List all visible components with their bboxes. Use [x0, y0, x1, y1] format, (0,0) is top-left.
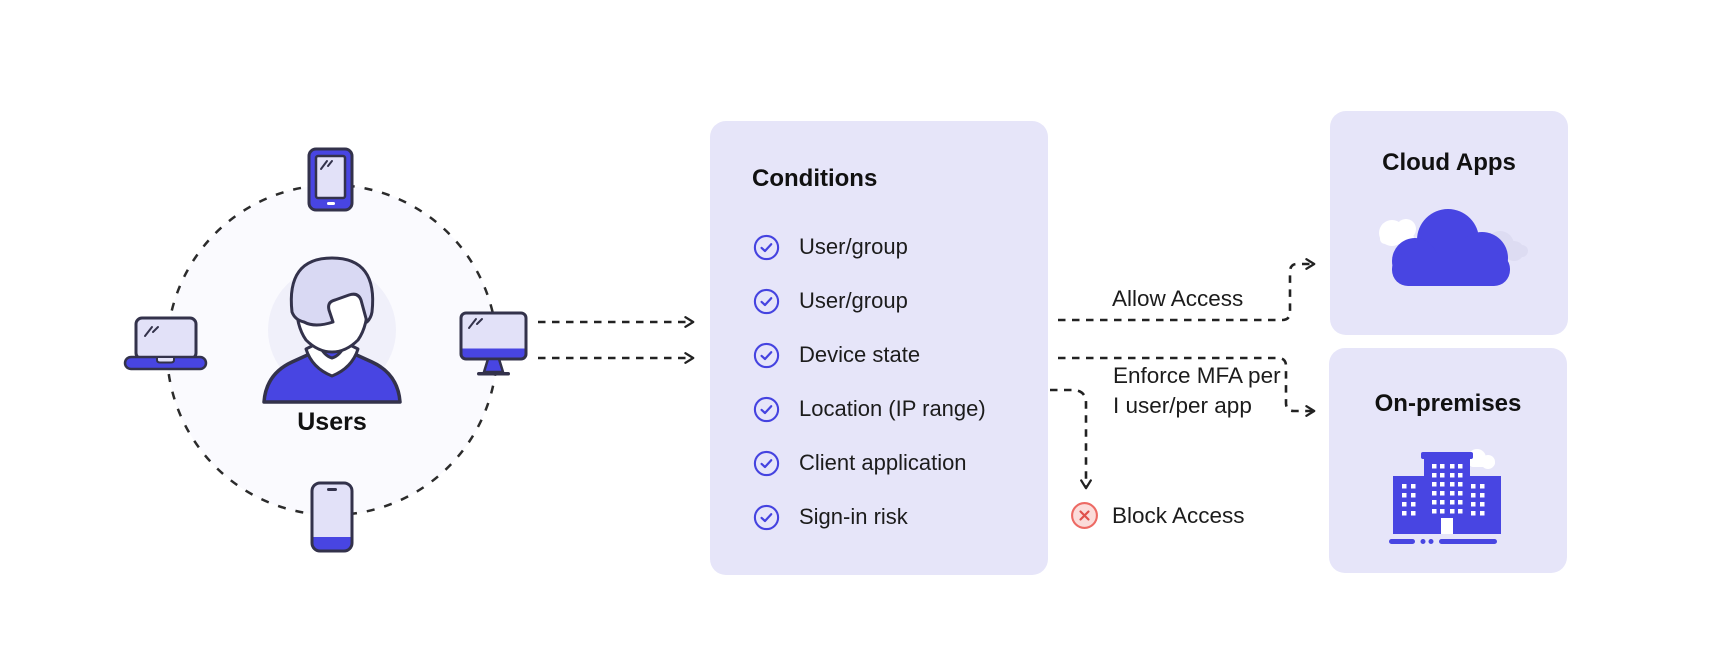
- block-access-label: Block Access: [1112, 503, 1245, 528]
- x-circle-icon: [1071, 502, 1098, 529]
- conditions-title: Conditions: [752, 165, 878, 192]
- building-ground: [1389, 539, 1497, 544]
- condition-label: Sign-in risk: [799, 504, 908, 529]
- on-premises-card: On-premises: [1329, 348, 1567, 573]
- allow-access-label: Allow Access: [1112, 286, 1244, 311]
- building-icon: [1389, 449, 1501, 544]
- condition-label: User/group: [799, 234, 908, 259]
- conditions-panel: Conditions User/group User/group Device …: [710, 121, 1048, 575]
- small-white-cloud: [1468, 449, 1495, 469]
- condition-label: Location (IP range): [799, 396, 986, 421]
- smartphone-icon: [310, 481, 354, 553]
- cloud-icon: [1379, 209, 1528, 286]
- check-circle-icon: [753, 288, 780, 314]
- enforce-mfa-label: Enforce MFA per I user/per app: [1113, 363, 1281, 418]
- tablet-icon: [307, 147, 354, 212]
- condition-item: User/group: [753, 233, 908, 261]
- users-label: Users: [297, 408, 367, 436]
- monitor-icon: [459, 311, 528, 376]
- condition-label: User/group: [799, 288, 908, 313]
- condition-item: Client application: [753, 449, 967, 477]
- check-circle-icon: [753, 234, 780, 260]
- on-premises-title: On-premises: [1374, 390, 1522, 417]
- check-circle-icon: [753, 396, 780, 422]
- cloud-apps-title: Cloud Apps: [1382, 149, 1516, 176]
- building-door: [1441, 518, 1453, 534]
- building-windows: [1402, 464, 1485, 534]
- laptop-icon: [123, 316, 208, 371]
- check-circle-icon: [753, 450, 780, 476]
- check-circle-icon: [753, 342, 780, 368]
- block-access-row: Block Access: [1070, 501, 1245, 530]
- big-blue-cloud: [1392, 209, 1510, 286]
- condition-item: Device state: [753, 341, 920, 369]
- condition-item: Location (IP range): [753, 395, 986, 423]
- check-circle-icon: [753, 504, 780, 530]
- condition-item: Sign-in risk: [753, 503, 908, 531]
- avatar-hair: [289, 256, 375, 327]
- user-avatar: [262, 256, 402, 404]
- cloud-apps-card: Cloud Apps: [1330, 111, 1568, 335]
- block-access-connector: [1050, 388, 1092, 490]
- condition-item: User/group: [753, 287, 908, 315]
- condition-label: Client application: [799, 450, 967, 475]
- small-white-cloud: [1379, 219, 1416, 246]
- condition-label: Device state: [799, 342, 921, 367]
